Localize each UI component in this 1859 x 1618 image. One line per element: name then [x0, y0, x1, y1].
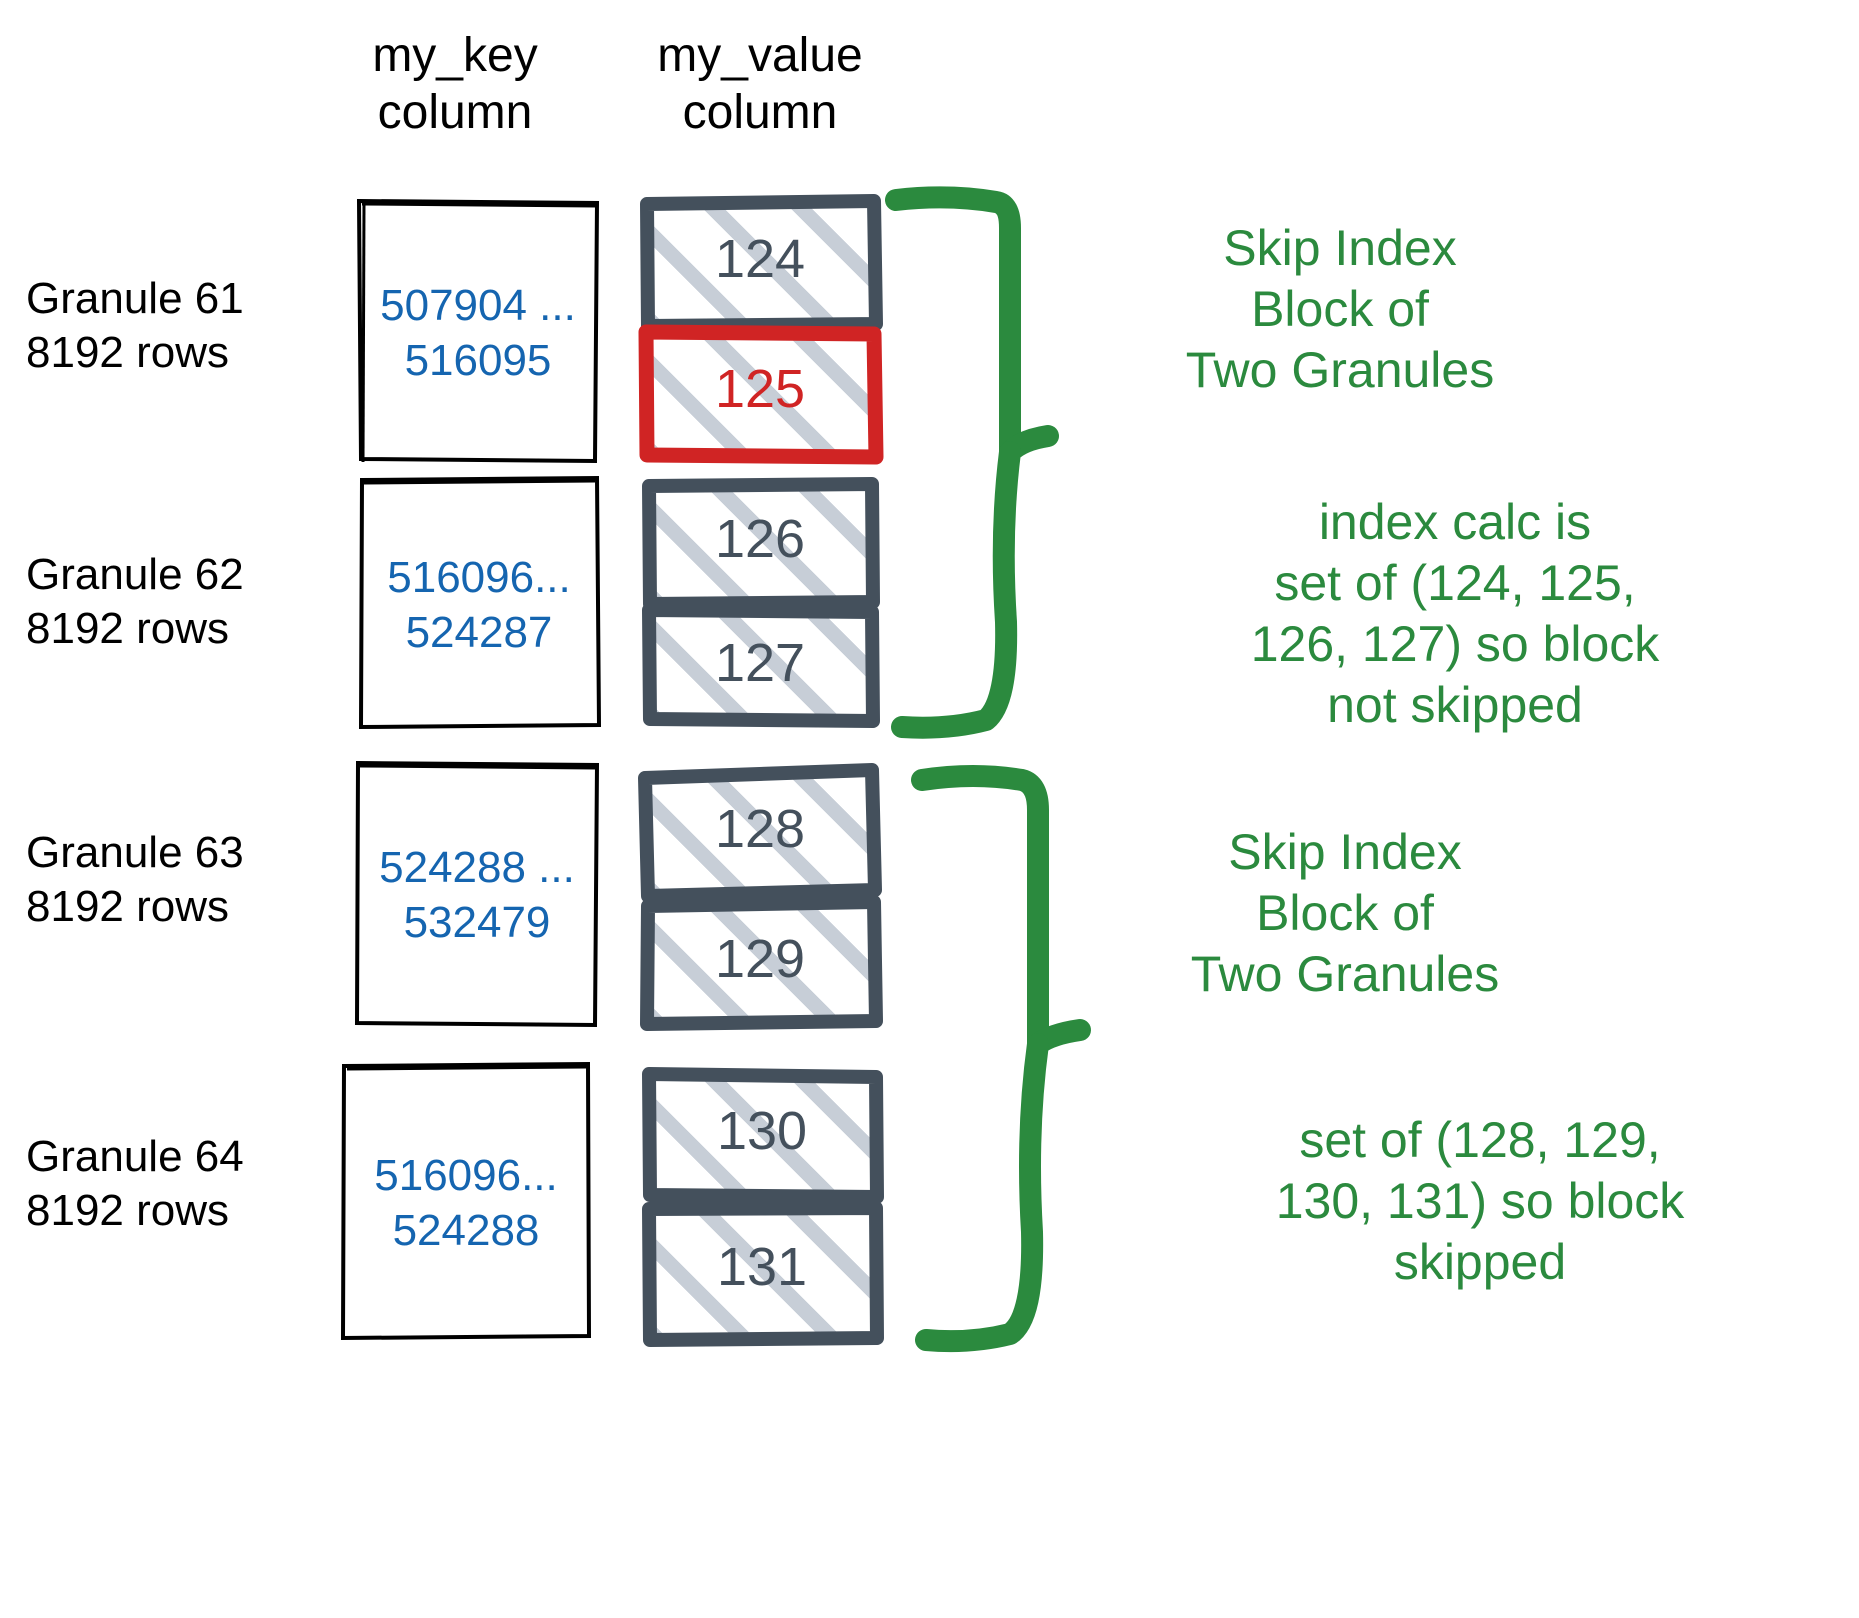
- key-box-granule-63: 524288 ... 532479: [354, 760, 600, 1028]
- granule-label-61: Granule 61 8192 rows: [26, 274, 244, 377]
- value-number-128: 128: [714, 799, 806, 859]
- value-number-127: 127: [714, 633, 806, 693]
- value-number-130: 130: [716, 1101, 808, 1161]
- key-box-granule-62: 516096... 524287: [358, 475, 602, 730]
- annotation-skip-index-block-bottom: Skip Index Block of Two Granules: [1190, 824, 1500, 1002]
- key-box-granule-61: 507904 ... 516095: [356, 198, 600, 464]
- my-key-column-header: my_key column: [372, 29, 538, 139]
- key-range-granule-63: 524288 ... 532479: [379, 843, 575, 947]
- annotation-skip-index-block-top: Skip Index Block of Two Granules: [1185, 220, 1495, 398]
- annotation-index-calc-not-skipped: index calc is set of (124, 125, 126, 127…: [1250, 494, 1660, 733]
- key-range-granule-61: 507904 ... 516095: [380, 281, 576, 385]
- key-range-granule-64: 516096... 524288: [374, 1151, 558, 1255]
- value-number-124: 124: [714, 229, 806, 289]
- key-range-granule-62: 516096... 524287: [387, 553, 571, 657]
- skip-index-brace-top: [885, 186, 1059, 739]
- key-box-granule-64: 516096... 524288: [340, 1061, 592, 1341]
- annotation-set-of-block-skipped: set of (128, 129, 130, 131) so block ski…: [1275, 1112, 1685, 1290]
- my-value-column-header: my_value column: [657, 29, 863, 139]
- granule-label-63: Granule 63 8192 rows: [26, 828, 244, 931]
- granule-label-64: Granule 64 8192 rows: [26, 1132, 244, 1235]
- value-number-125: 125: [714, 359, 806, 419]
- granule-label-62: Granule 62 8192 rows: [26, 550, 244, 653]
- value-number-129: 129: [714, 929, 806, 989]
- value-number-131: 131: [716, 1237, 808, 1297]
- value-number-126: 126: [714, 509, 806, 569]
